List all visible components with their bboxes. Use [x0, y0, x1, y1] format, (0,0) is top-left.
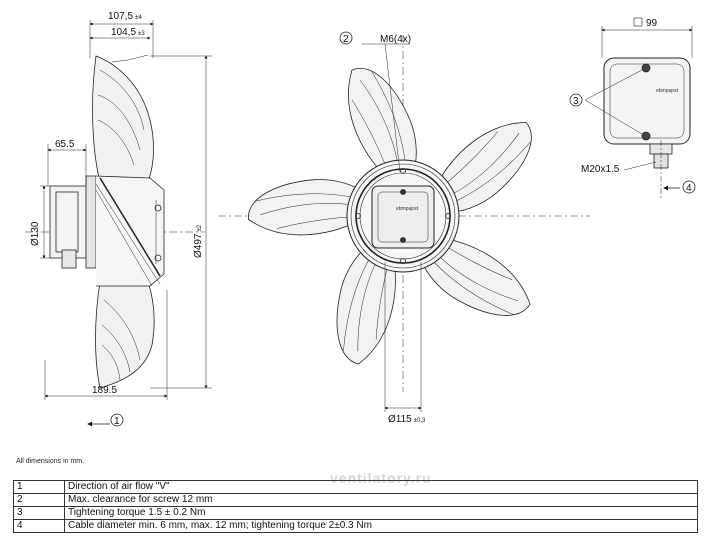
legend-num: 3 [13, 506, 65, 520]
dim-side-overall: 107,5±4 [108, 11, 142, 22]
dim-base-length: 189.5 [92, 385, 117, 396]
blade [418, 237, 531, 316]
dim-fan-diameter: Ø497±2 [193, 224, 204, 258]
hub-brand-label: ebmpapst [396, 206, 419, 212]
legend-num: 2 [13, 493, 65, 507]
front-view [218, 35, 590, 412]
svg-text:2: 2 [343, 34, 349, 45]
legend-table: 1 Direction of air flow "V" 2 Max. clear… [13, 480, 698, 533]
fan-blades [247, 68, 532, 365]
legend-text: Direction of air flow "V" [64, 480, 698, 494]
box-brand-label: ebmpapst [656, 88, 679, 94]
legend-num: 4 [13, 519, 65, 533]
svg-text:3: 3 [573, 96, 579, 107]
dim-screw-thread: M6(4x) [380, 34, 411, 45]
terminal-box-view [584, 17, 693, 200]
legend-text: Tightening torque 1.5 ± 0.2 Nm [64, 506, 698, 520]
callout-3: 3 [569, 93, 583, 107]
table-row: 2 Max. clearance for screw 12 mm [13, 493, 698, 507]
callout-2: 2 [339, 31, 353, 45]
table-row: 4 Cable diameter min. 6 mm, max. 12 mm; … [13, 519, 698, 533]
dim-cable-gland: M20x1.5 [581, 164, 620, 175]
callout-1: 1 [110, 413, 124, 427]
units-note: All dimensions in mm. [16, 458, 85, 465]
dim-flange-diameter: Ø115±0,3 [388, 414, 426, 425]
blade [247, 179, 369, 236]
dim-box-size: 99 [646, 18, 658, 29]
side-view [25, 20, 212, 427]
blade [348, 68, 417, 177]
blade [435, 121, 532, 213]
legend-num: 1 [13, 480, 65, 494]
table-row: 3 Tightening torque 1.5 ± 0.2 Nm [13, 506, 698, 520]
callout-4: 4 [682, 180, 696, 194]
legend-text: Cable diameter min. 6 mm, max. 12 mm; ti… [64, 519, 698, 533]
blade [336, 242, 396, 365]
dim-hub-diameter: Ø130 [30, 221, 41, 246]
legend-text: Max. clearance for screw 12 mm [64, 493, 698, 507]
table-row: 1 Direction of air flow "V" [13, 480, 698, 494]
dim-side-body: 104,5±3 [111, 27, 145, 38]
dim-hub-depth: 65.5 [55, 139, 75, 150]
svg-text:1: 1 [114, 416, 120, 427]
svg-text:4: 4 [686, 183, 692, 194]
